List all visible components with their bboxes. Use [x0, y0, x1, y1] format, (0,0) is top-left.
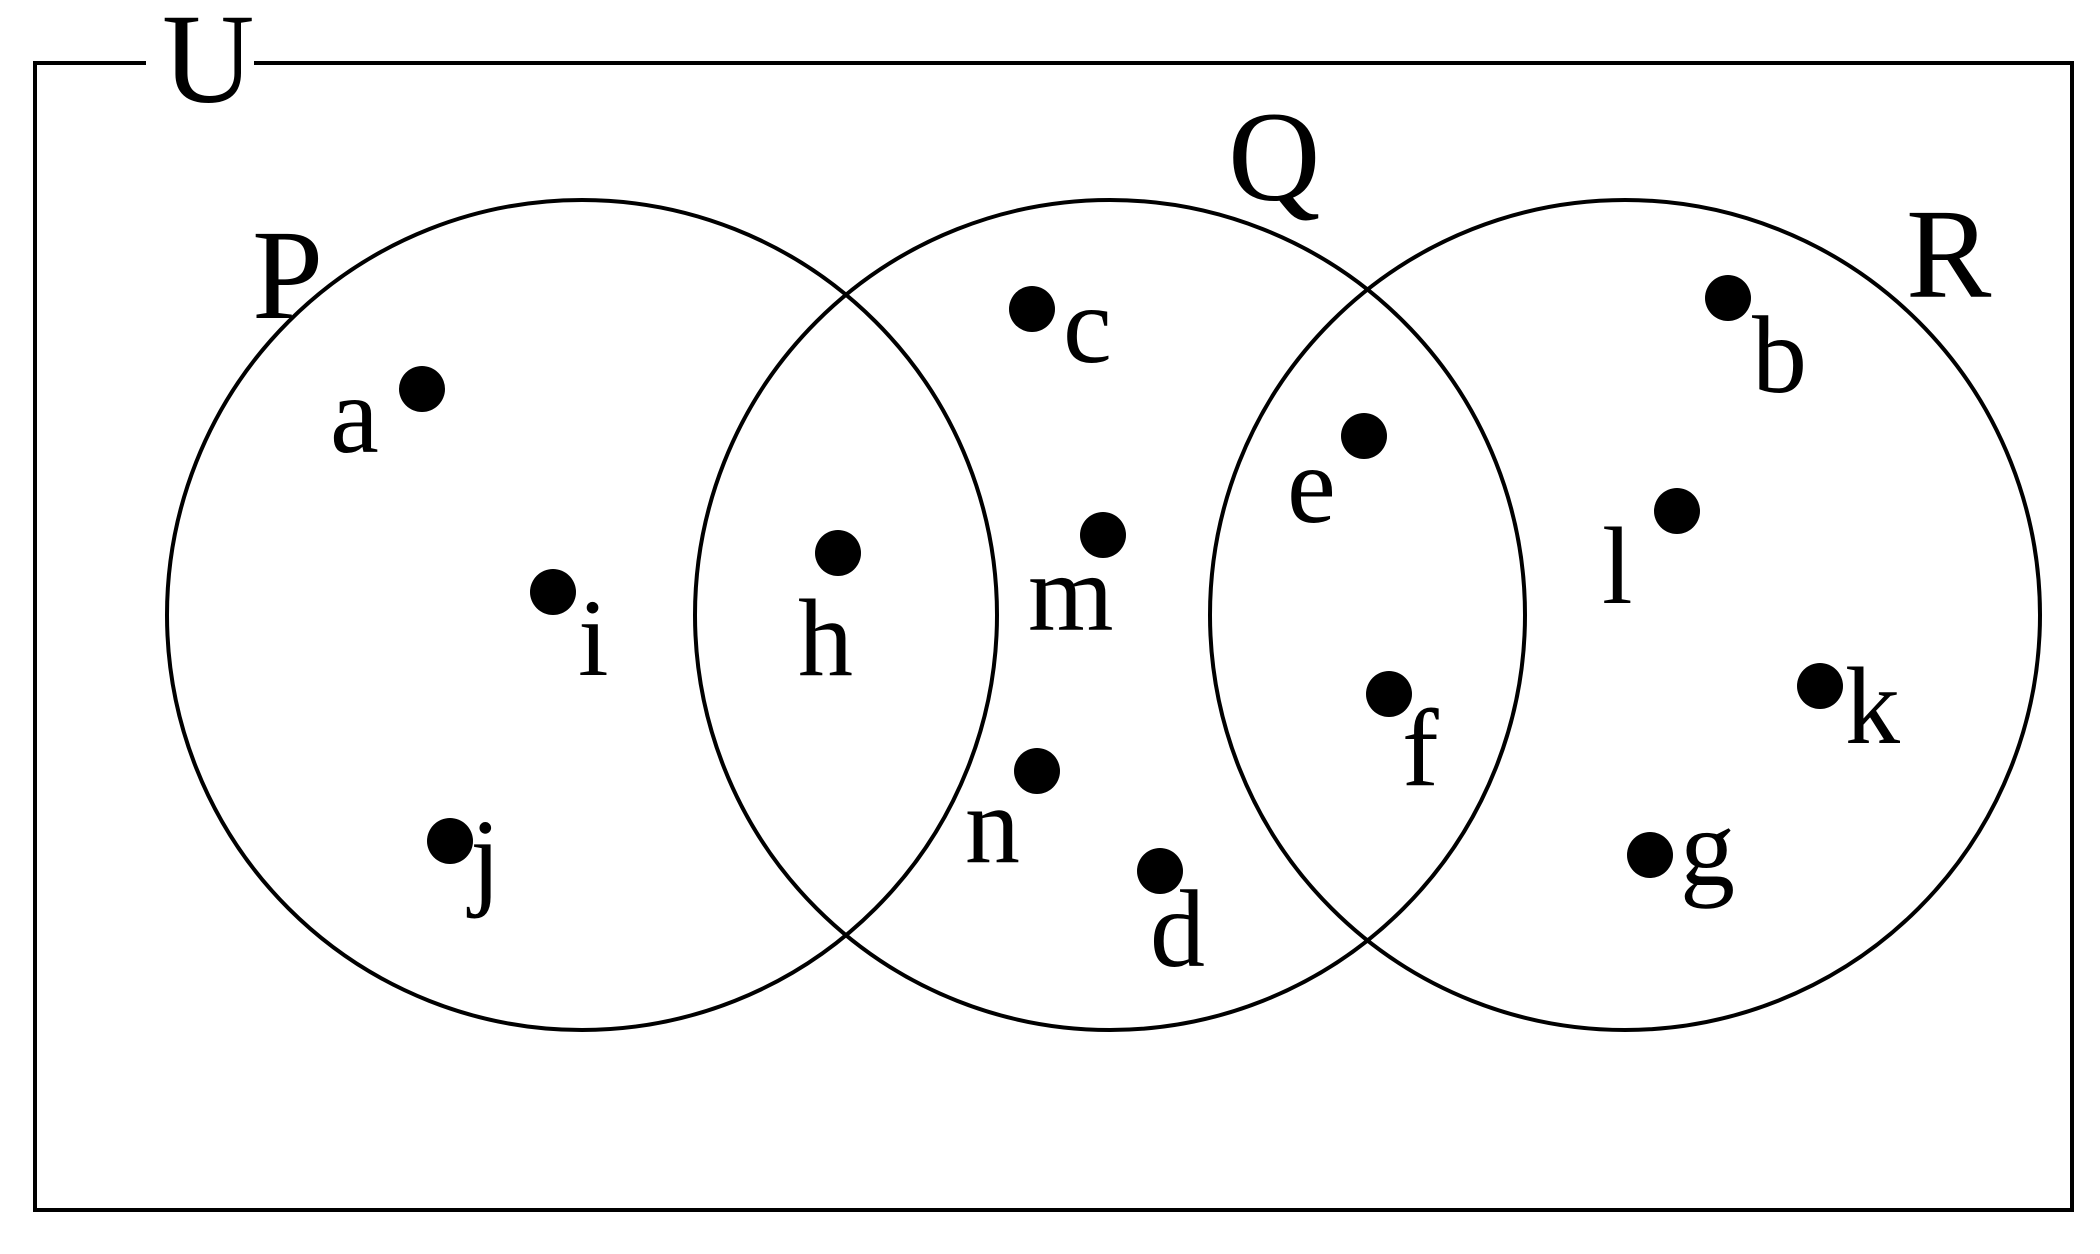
set-p-circle	[165, 198, 999, 1032]
element-label-f: f	[1402, 687, 1439, 809]
element-label-d: d	[1150, 868, 1205, 990]
element-dot-h	[815, 530, 861, 576]
element-dot-i	[530, 569, 576, 615]
set-q-circle	[693, 198, 1527, 1032]
set-p-label: P	[252, 204, 323, 346]
element-dot-b	[1705, 275, 1751, 321]
element-label-a: a	[330, 354, 379, 476]
element-dot-m	[1080, 512, 1126, 558]
element-dot-c	[1009, 286, 1055, 332]
element-label-l: l	[1602, 505, 1633, 627]
set-r-circle	[1208, 198, 2042, 1032]
element-label-c: c	[1063, 264, 1112, 386]
element-label-g: g	[1680, 787, 1735, 909]
element-dot-f	[1366, 671, 1412, 717]
element-dot-n	[1014, 748, 1060, 794]
element-dot-e	[1341, 413, 1387, 459]
element-label-i: i	[578, 577, 609, 699]
element-dot-l	[1654, 488, 1700, 534]
element-label-h: h	[798, 577, 853, 699]
element-dot-a	[399, 366, 445, 412]
element-dot-g	[1627, 832, 1673, 878]
universe-label: U	[162, 0, 254, 130]
element-label-e: e	[1287, 424, 1336, 546]
set-r-label: R	[1906, 183, 1992, 325]
universe-border	[33, 61, 2074, 1212]
element-label-b: b	[1752, 294, 1807, 416]
element-dot-d	[1137, 848, 1183, 894]
set-q-label: Q	[1228, 86, 1320, 228]
element-label-m: m	[1028, 532, 1114, 654]
element-dot-k	[1797, 663, 1843, 709]
element-label-k: k	[1845, 645, 1900, 767]
element-label-j: j	[466, 797, 501, 919]
element-label-n: n	[965, 764, 1020, 886]
element-dot-j	[427, 818, 473, 864]
